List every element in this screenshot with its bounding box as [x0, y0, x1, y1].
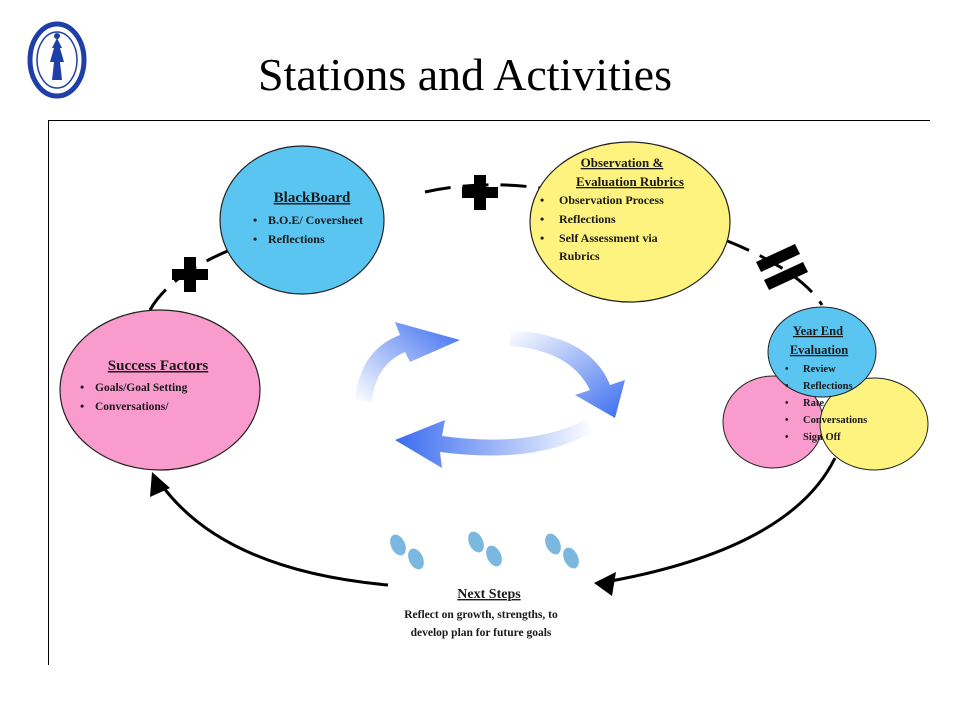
svg-text:•: •: [785, 415, 789, 426]
arrowhead-to-success-factors: [150, 472, 170, 497]
svg-text:•: •: [540, 212, 544, 226]
observation-title-line2: Evaluation Rubrics: [576, 174, 684, 189]
svg-text:•: •: [785, 398, 789, 409]
svg-text:•: •: [253, 213, 257, 227]
diagram-frame: [48, 120, 930, 665]
station-year-end-evaluation: Year End Evaluation • Review • Reflectio…: [722, 306, 929, 471]
blackboard-title: BlackBoard: [274, 190, 351, 206]
year-end-item: Reflections: [803, 381, 853, 392]
footprints-icon: [390, 531, 579, 570]
observation-item: Rubrics: [559, 249, 600, 263]
next-steps-title: Next Steps: [457, 587, 521, 602]
observation-item: Observation Process: [559, 193, 664, 207]
svg-text:•: •: [80, 380, 84, 394]
equals-icon: [756, 244, 808, 290]
year-end-item: Sign Off: [803, 432, 841, 443]
svg-text:•: •: [540, 193, 544, 207]
station-observation-rubrics: Observation & Evaluation Rubrics • Obser…: [529, 141, 731, 303]
inner-arrow-top: [355, 322, 460, 402]
plus-icon-top: [462, 175, 498, 210]
blackboard-item: B.O.E/ Coversheet: [268, 213, 363, 227]
year-end-item: Rate: [803, 398, 824, 409]
blackboard-item: Reflections: [268, 232, 325, 246]
success-factors-item: Goals/Goal Setting: [95, 382, 188, 394]
observation-item: Self Assessment via: [559, 231, 658, 245]
year-end-title-line2: Evaluation: [790, 343, 848, 357]
success-factors-item: Conversations/: [95, 401, 169, 413]
observation-item: Reflections: [559, 212, 616, 226]
inner-arrow-bottom: [395, 420, 595, 468]
year-end-item: Conversations: [803, 415, 867, 426]
station-blackboard: BlackBoard • B.O.E/ Coversheet • Reflect…: [219, 145, 385, 295]
station-next-steps: Next Steps Reflect on growth, strengths,…: [404, 587, 558, 639]
svg-text:•: •: [785, 364, 789, 375]
bottom-cycle-arrows: [156, 457, 837, 587]
inner-arrow-right: [510, 330, 625, 418]
next-steps-line1: Reflect on growth, strengths, to: [404, 609, 558, 621]
success-factors-title: Success Factors: [108, 358, 209, 374]
arrowhead-to-next-steps: [594, 572, 616, 596]
plus-icon-left: [172, 257, 208, 292]
next-steps-line2: develop plan for future goals: [411, 627, 552, 639]
station-success-factors: Success Factors • Goals/Goal Setting • C…: [59, 309, 261, 471]
page-title: Stations and Activities: [258, 49, 672, 100]
svg-text:•: •: [540, 231, 544, 245]
svg-text:•: •: [253, 232, 257, 246]
svg-text:•: •: [80, 399, 84, 413]
year-end-item: Review: [803, 364, 836, 375]
inner-cycle-arrows: [355, 322, 625, 468]
observation-title-line1: Observation &: [581, 155, 664, 170]
year-end-title-line1: Year End: [793, 324, 843, 338]
svg-text:•: •: [785, 381, 789, 392]
svg-text:•: •: [785, 432, 789, 443]
